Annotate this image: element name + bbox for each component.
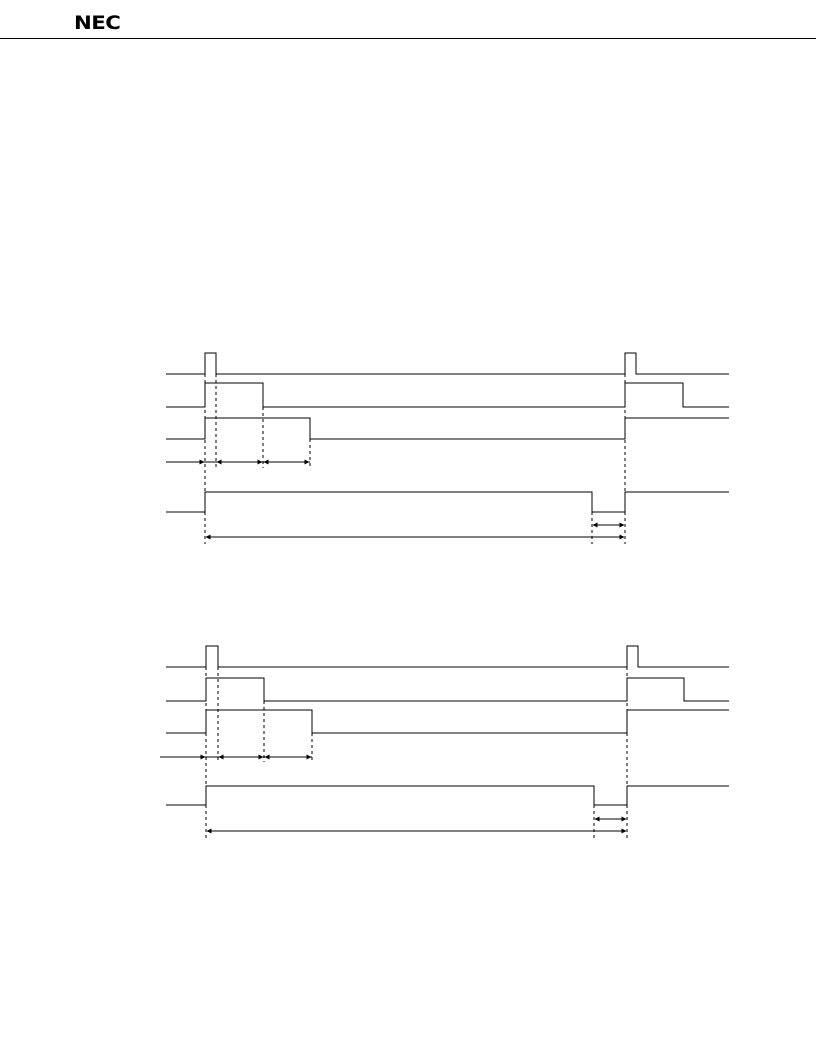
timing-diagram-2-svg	[160, 645, 729, 838]
waveform-5	[166, 491, 729, 513]
nec-logo: NEC	[74, 12, 121, 34]
waveform-1	[166, 352, 729, 375]
timing-diagram-1-svg	[166, 352, 729, 544]
waveform-2	[166, 382, 729, 408]
page-header: NEC	[0, 0, 816, 40]
timing-diagram-2	[0, 636, 816, 846]
header-rule	[0, 38, 816, 39]
waveform-3	[166, 709, 729, 734]
waveform-2	[166, 677, 729, 702]
waveform-1	[166, 645, 729, 668]
waveform-5	[166, 785, 729, 806]
waveform-3	[166, 417, 729, 440]
timing-diagram-1	[0, 340, 816, 550]
